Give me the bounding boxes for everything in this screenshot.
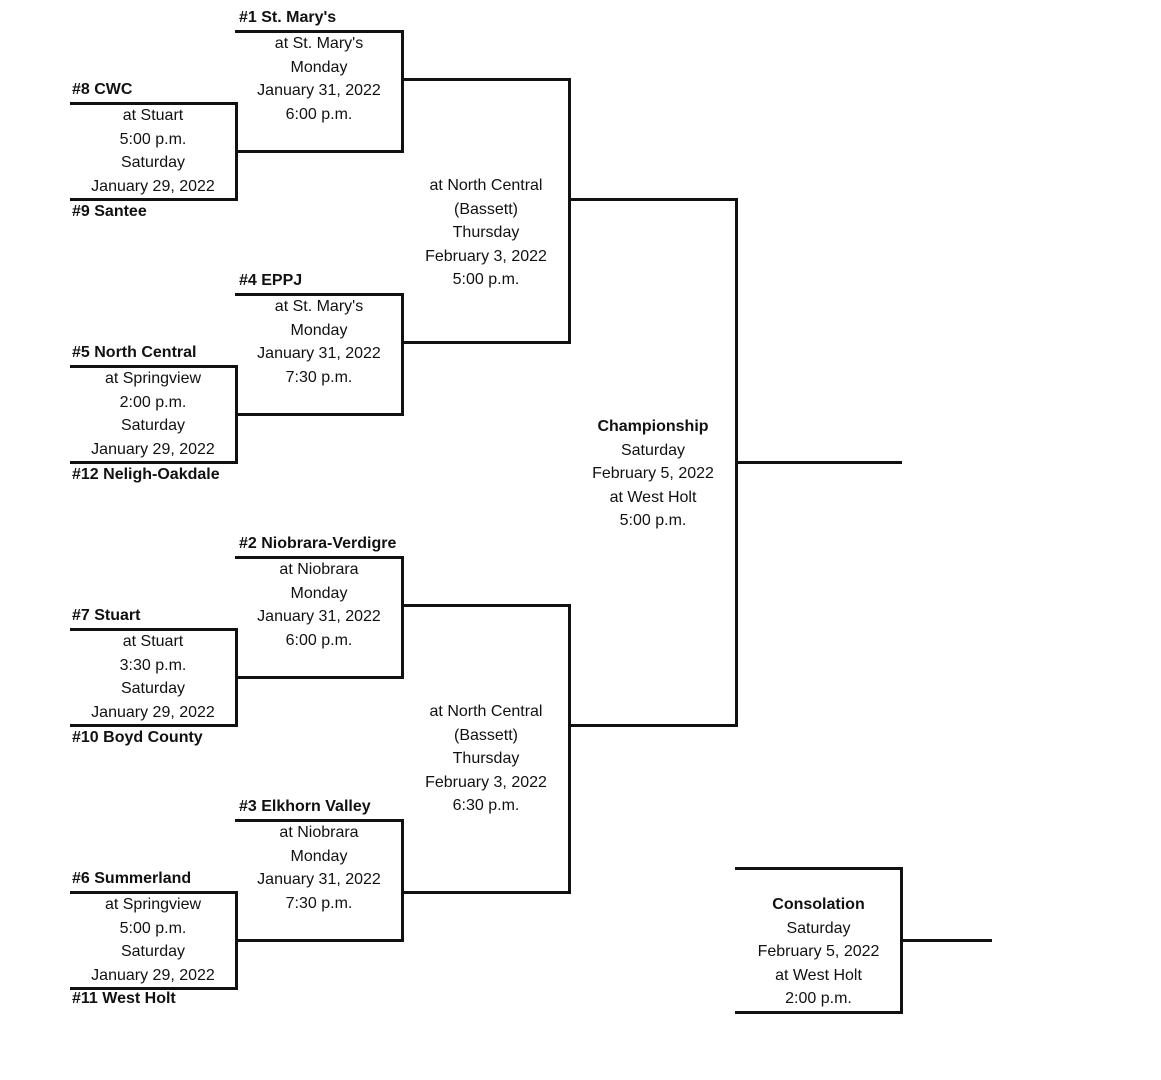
bracket-line — [568, 604, 571, 894]
bracket-line — [70, 628, 238, 631]
bracket-line — [401, 78, 571, 81]
bracket-line — [401, 30, 404, 153]
bracket-line — [401, 891, 571, 894]
bracket-line — [235, 556, 404, 559]
bracket-line — [735, 1011, 903, 1014]
bracket-line — [235, 293, 404, 296]
bracket-line — [735, 461, 902, 464]
bracket-line — [235, 939, 404, 942]
bracket-line — [235, 150, 404, 153]
bracket-line — [568, 78, 571, 344]
team-seed-label: #5 North Central — [72, 344, 197, 361]
team-seed-label: #4 EPPJ — [239, 272, 303, 289]
team-seed-label: #9 Santee — [72, 203, 147, 220]
bracket-line — [401, 341, 571, 344]
team-seed-label: #11 West Holt — [72, 990, 176, 1007]
team-seed-label: #6 Summerland — [72, 870, 192, 887]
bracket-line — [735, 867, 903, 870]
bracket-line — [70, 891, 238, 894]
bracket-line — [401, 293, 404, 416]
team-seed-label: #1 St. Mary's — [239, 9, 337, 26]
bracket-line — [568, 198, 738, 201]
bracket-line — [401, 819, 404, 942]
consolation-title: Consolation — [772, 896, 865, 913]
team-seed-label: #7 Stuart — [72, 607, 141, 624]
bracket-line — [235, 413, 404, 416]
bracket-line — [70, 461, 238, 464]
bracket-line — [401, 604, 571, 607]
bracket-line — [70, 102, 238, 105]
bracket-line — [568, 724, 738, 727]
team-seed-label: #3 Elkhorn Valley — [239, 798, 371, 815]
team-seed-label: #2 Niobrara-Verdigre — [239, 535, 397, 552]
bracket-line — [401, 556, 404, 679]
team-seed-label: #12 Neligh-Oakdale — [72, 466, 220, 483]
team-seed-label: #8 CWC — [72, 81, 133, 98]
bracket-line — [900, 939, 992, 942]
bracket-line — [70, 365, 238, 368]
team-seed-label: #10 Boyd County — [72, 729, 203, 746]
championship-title: Championship — [597, 418, 709, 435]
bracket-line — [70, 987, 238, 990]
bracket-line — [235, 676, 404, 679]
bracket-line — [70, 198, 238, 201]
bracket-line — [235, 819, 404, 822]
bracket-line — [70, 724, 238, 727]
bracket-line — [235, 30, 404, 33]
